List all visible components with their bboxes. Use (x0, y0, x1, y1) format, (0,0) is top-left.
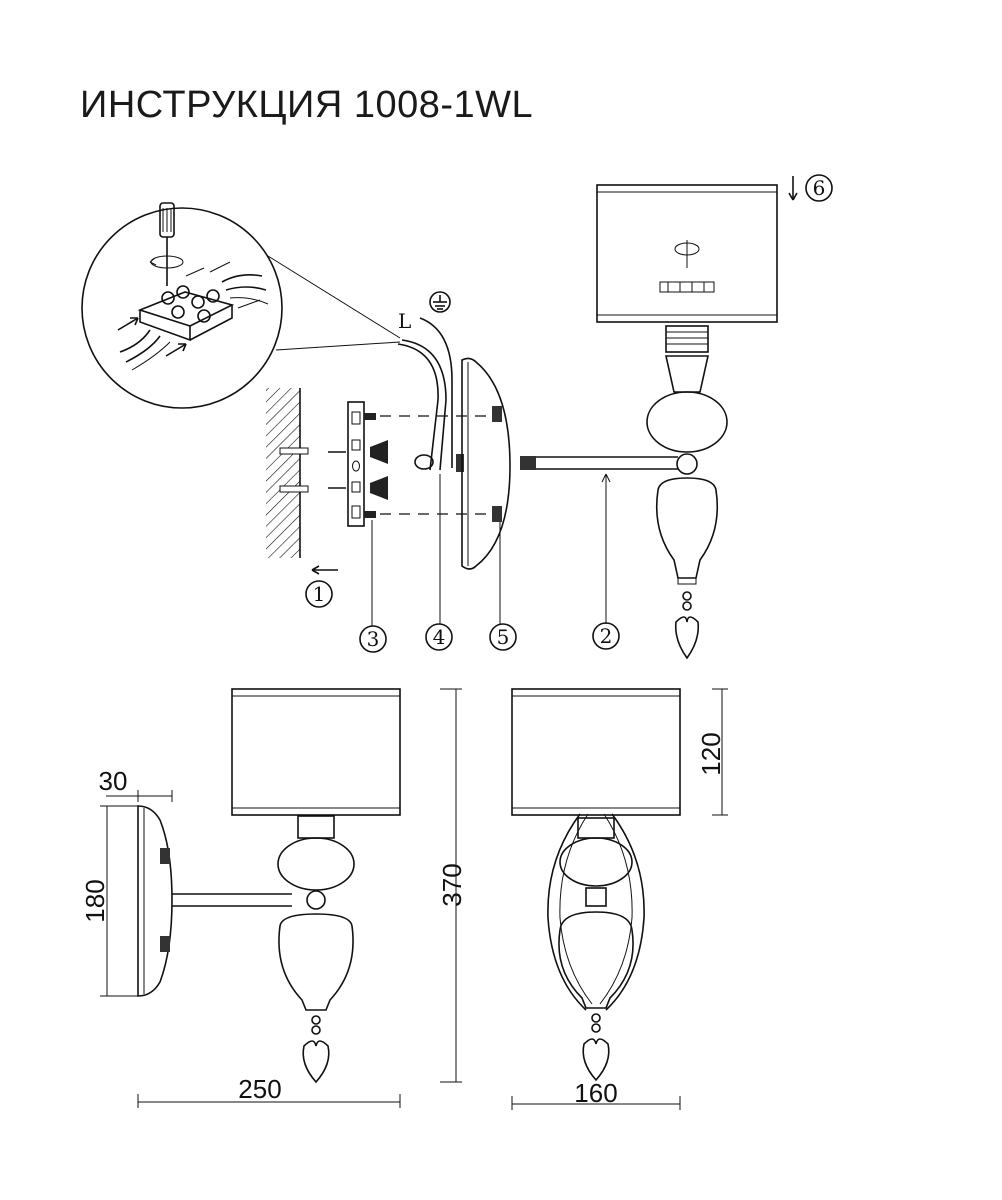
side-view (137, 688, 401, 1084)
dim-length: 250 (238, 1074, 281, 1104)
screwdriver-icon (159, 202, 175, 286)
svg-text:5: 5 (497, 625, 510, 649)
crystal-pendant (674, 616, 700, 660)
page-title: ИНСТРУКЦИЯ 1008-1WL (80, 84, 534, 126)
arrow-icons (117, 261, 261, 357)
wiring-detail (81, 202, 401, 409)
step-marker-4: 4 (425, 623, 453, 651)
lamp-assembled (520, 184, 778, 660)
svg-text:2: 2 (600, 624, 613, 648)
wall (266, 388, 309, 558)
step-6-arrow (788, 176, 798, 201)
dimension-labels: 30 180 370 120 250 160 (80, 732, 726, 1108)
dim-total-height: 370 (437, 863, 467, 906)
dim-depth: 30 (99, 766, 128, 796)
leader-lines (371, 473, 611, 626)
connect-rotate-icon (414, 454, 434, 470)
step-1-arrow (311, 565, 338, 575)
svg-text:1: 1 (313, 582, 326, 606)
wall-screws (328, 440, 388, 500)
dim-shade-height: 120 (696, 732, 726, 775)
step-marker-3: 3 (359, 625, 387, 653)
dimension-lines (100, 688, 728, 1110)
svg-text:3: 3 (367, 627, 380, 651)
front-view (511, 688, 681, 1082)
svg-text:6: 6 (813, 176, 826, 200)
step-marker-2: 2 (592, 622, 620, 650)
step-marker-5: 5 (489, 623, 517, 651)
canopy (461, 357, 511, 570)
step-markers: 1 2 3 4 5 6 (305, 174, 833, 653)
mounting-bar (347, 401, 376, 527)
dim-width: 160 (574, 1078, 617, 1108)
step-marker-6: 6 (805, 174, 833, 202)
svg-text:4: 4 (433, 625, 446, 649)
ground-icon (429, 291, 451, 313)
dim-plate-height: 180 (80, 879, 110, 922)
supply-wires: L (397, 291, 464, 472)
terminal-block (137, 285, 235, 342)
step-marker-1: 1 (305, 580, 333, 608)
live-wire-label: L (398, 309, 411, 333)
